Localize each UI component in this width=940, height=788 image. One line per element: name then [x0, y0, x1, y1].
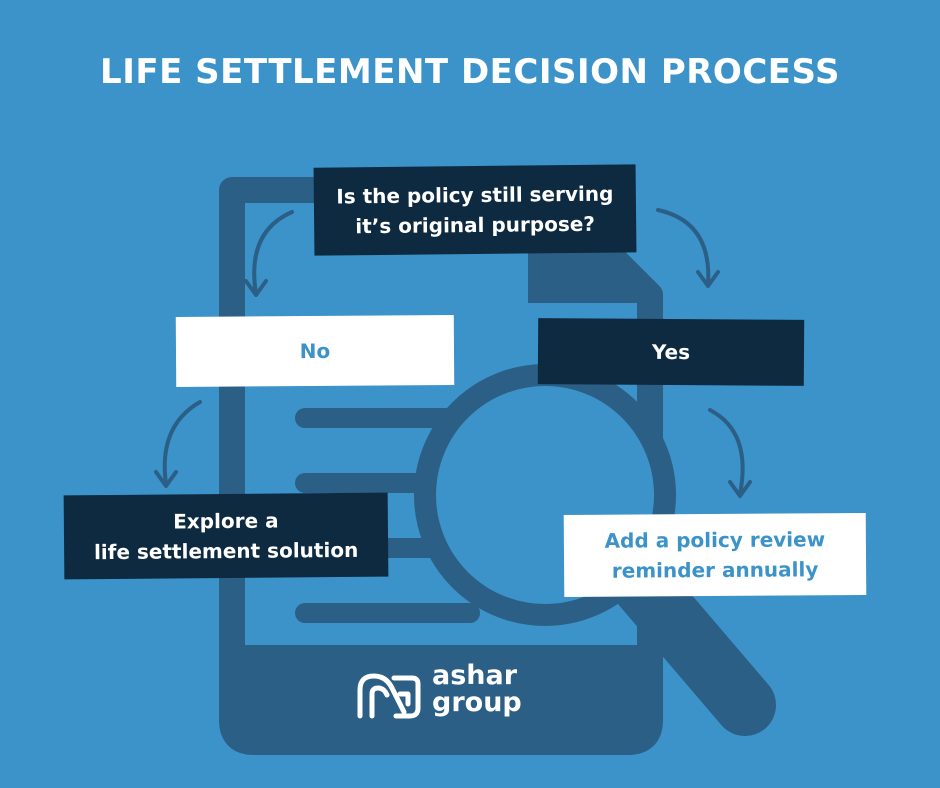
arrow-icon	[244, 210, 294, 297]
question-node: Is the policy still serving it’s origina…	[313, 164, 637, 256]
review-line-2: reminder annually	[611, 557, 819, 583]
explore-node: Explore a life settlement solution	[63, 492, 389, 580]
logo-line-1: ashar	[432, 660, 518, 691]
yes-node: Yes	[537, 318, 805, 386]
logo-mark-icon	[357, 673, 421, 719]
logo-line-2: group	[432, 687, 522, 718]
yes-label: Yes	[651, 339, 691, 365]
explore-line-1: Explore a	[173, 508, 279, 534]
arrow-icon	[154, 400, 202, 488]
question-line-1: Is the policy still serving	[336, 181, 614, 209]
page-title: LIFE SETTLEMENT DECISION PROCESS	[100, 52, 840, 92]
ashar-group-logo: ashar group	[354, 662, 554, 726]
review-node: Add a policy review reminder annually	[563, 512, 867, 598]
arrow-icon	[656, 208, 720, 288]
logo-text: ashar group	[432, 662, 522, 716]
review-line-1: Add a policy review	[604, 527, 826, 553]
arrow-icon	[708, 408, 752, 498]
no-node: No	[175, 315, 455, 387]
explore-line-2: life settlement solution	[93, 537, 359, 565]
no-label: No	[299, 338, 331, 364]
question-line-2: it’s original purpose?	[355, 211, 596, 239]
